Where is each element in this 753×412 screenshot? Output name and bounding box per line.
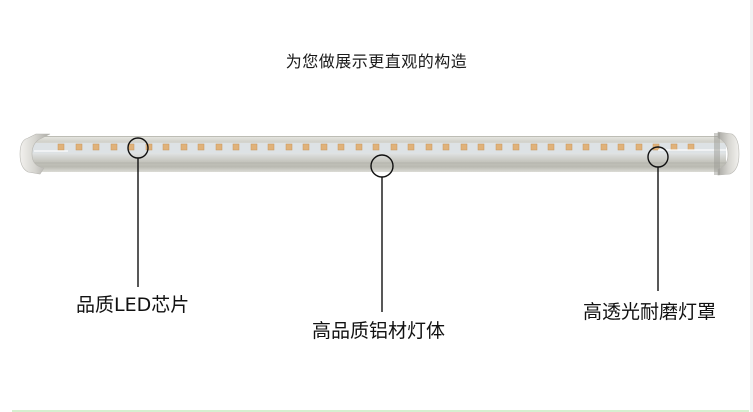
callout-label-lamp-cover: 高透光耐磨灯罩 (583, 301, 717, 323)
callout-circle-led-chip (127, 137, 149, 159)
callout-circle-aluminum-body (370, 154, 394, 178)
footer-divider (12, 410, 749, 412)
callout-label-led-chip: 品质LED芯片 (76, 294, 190, 316)
callout-label-aluminum-body: 高品质铝材灯体 (312, 320, 446, 342)
right-end-cap (714, 131, 740, 176)
led-tube-image (19, 131, 740, 176)
led-chip-row (57, 143, 695, 151)
callout-circle-lamp-cover (647, 146, 669, 168)
right-edge (750, 0, 753, 412)
left-end-cap (19, 133, 51, 175)
page-title: 为您做展示更直观的构造 (285, 52, 468, 71)
